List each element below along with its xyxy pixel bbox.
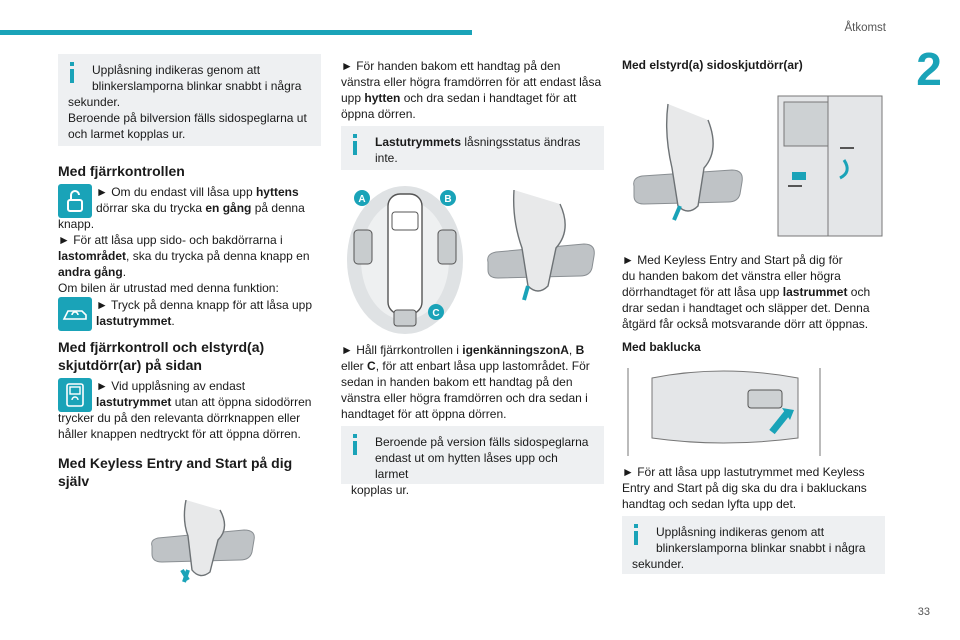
- info-text: blinkerslamporna blinkar snabbt i några: [92, 79, 302, 93]
- hand-on-handle-illustration: [487, 190, 595, 301]
- tailgate-text: ► För att låsa upp lastutrymmet med Keyl…: [622, 465, 867, 511]
- cargo-unlock-text: ► Tryck på denna knapp för att låsa upp …: [96, 298, 313, 328]
- header-accent-bar: [0, 30, 472, 35]
- heading-keyless: Med Keyless Entry and Start på dig själv: [58, 455, 293, 489]
- heading-remote-sliding: Med fjärrkontroll och elstyrd(a) skjutdö…: [58, 339, 265, 373]
- electric-sliding-text: ► Med Keyless Entry and Start på dig för…: [622, 253, 871, 331]
- heading-tailgate: Med baklucka: [622, 340, 701, 354]
- info-icon: [349, 134, 361, 164]
- info-icon: [66, 62, 78, 92]
- detection-zone-text: ► Håll fjärrkontrollen i igenkänningszon…: [341, 343, 590, 421]
- info-text: Upplåsning indikeras genom att: [92, 63, 261, 77]
- hand-on-handle-illustration: [151, 500, 255, 583]
- remote-text: ► Om du endast vill låsa upp hyttens dör…: [58, 185, 310, 295]
- front-door-text: ► För handen bakom ett handtag på den vä…: [341, 59, 602, 121]
- info-icon: [349, 434, 361, 464]
- heading-remote: Med fjärrkontrollen: [58, 163, 185, 179]
- zone-label-c: C: [432, 308, 439, 319]
- zone-label-b: B: [444, 194, 451, 205]
- section-title: Åtkomst: [844, 22, 886, 34]
- tailgate-illustration: [622, 368, 826, 456]
- heading-electric-sliding: Med elstyrd(a) sidoskjutdörr(ar): [622, 58, 803, 72]
- van-side-door-illustration: [762, 86, 886, 246]
- zone-label-a: A: [358, 194, 365, 205]
- info-box-unlock: Upplåsning indikeras genom att blinkersl…: [58, 54, 321, 146]
- unlock-button-icon: [58, 184, 92, 218]
- chapter-number: 2: [898, 38, 960, 100]
- detection-zones-illustration: A B C: [347, 186, 463, 334]
- page-number: 33: [917, 606, 930, 618]
- info-icon: [630, 524, 642, 554]
- info-text: och larmet kopplas ur.: [68, 127, 186, 141]
- info-box-tailgate-unlock: Upplåsning indikeras genom att blinkersl…: [622, 516, 885, 574]
- cargo-unlock-button-icon: [58, 297, 92, 331]
- sliding-text: ► Vid upplåsning av endast lastutrymmet …: [58, 379, 312, 441]
- sliding-door-handle-illustration: [633, 103, 743, 221]
- info-text: Beroende på bilversion fälls sidospeglar…: [68, 111, 307, 125]
- info-text: sekunder.: [68, 95, 121, 109]
- info-box-mirrors: Beroende på version fälls sidospeglarna …: [341, 426, 604, 497]
- info-box-cargo-status: Lastutrymmets låsningsstatus ändras inte…: [341, 126, 604, 170]
- sliding-door-button-icon: [58, 378, 92, 412]
